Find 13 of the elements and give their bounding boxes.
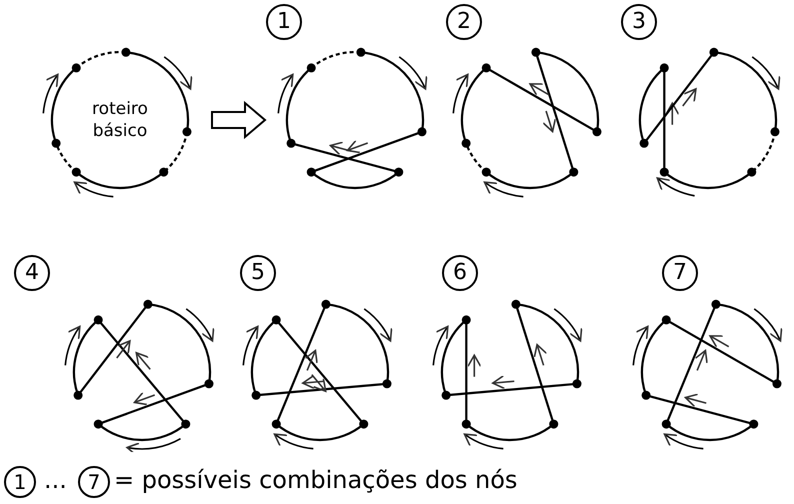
route-label: roteiro básico [91,98,149,142]
ellipsis: ... [44,466,67,494]
step-number: 5 [240,255,276,291]
step-number: 1 [4,466,36,498]
step-number: 7 [662,255,698,291]
step-number: 1 [266,4,302,40]
step-number: 6 [442,255,478,291]
step-number: 4 [14,255,50,291]
legend-text: = possíveis combinações dos nós [114,466,518,494]
block-arrow [211,100,267,140]
step-number: 2 [446,4,482,40]
step-number: 7 [78,466,110,498]
step-number: 3 [621,4,657,40]
